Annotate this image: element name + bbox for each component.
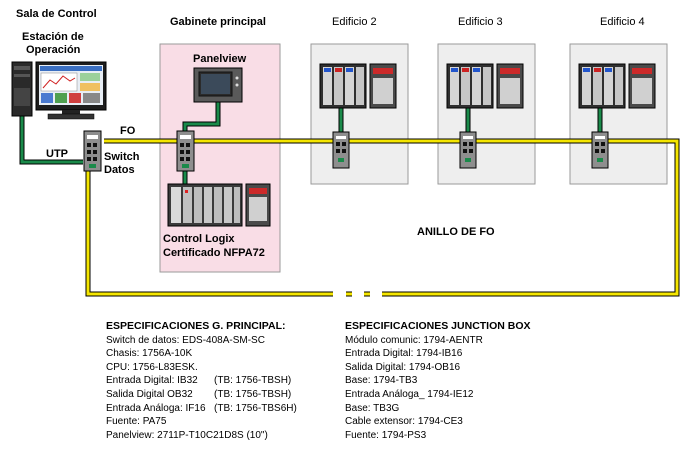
spec-tb: (TB: 1756-TBSH) (214, 375, 292, 387)
spec-tb: (TB: 1756-TBS6H) (214, 402, 297, 414)
spec-text: Entrada Análoga: IF16 (106, 402, 206, 414)
spec-text: Fuente: PA75 (106, 416, 167, 428)
spec-text: Panelview: 2711P-T10C21D8S (10") (106, 429, 268, 441)
switch-icon-main-cabinet (176, 130, 195, 172)
spec-tb: (TB: 1756-TBSH) (214, 388, 292, 400)
switch-icon-building-4 (591, 131, 609, 169)
switch-label-line2: Datos (104, 164, 135, 176)
fiber-ring (85, 138, 680, 297)
utp-links (19, 102, 603, 184)
specs-main-row: Entrada Digital: IB32 (TB: 1756-TBSH) (106, 374, 297, 388)
plc-label-line1: Control Logix (163, 233, 235, 245)
flex-io-icon-building-3 (446, 63, 524, 109)
building-3-label: Edificio 3 (458, 16, 503, 28)
control-room-title: Sala de Control (16, 8, 97, 20)
specs-junction-row: Base: TB3G (345, 402, 400, 414)
switch-icon-control-room (83, 130, 102, 172)
fo-label: FO (120, 125, 136, 137)
main-cabinet-title: Gabinete principal (170, 16, 266, 28)
specs-junction-row: Módulo comunic: 1794-AENTR (345, 334, 483, 346)
specs-junction-row: Entrada Análoga_ 1794-IE12 (345, 388, 474, 400)
specs-main-row: Salida Digital OB32 (TB: 1756-TBSH) (106, 388, 297, 402)
panelview-label: Panelview (193, 53, 247, 65)
specs-junction-title: ESPECIFICACIONES JUNCTION BOX (345, 320, 531, 332)
specs-main-row: Switch de datos: EDS-408A-SM-SC (106, 334, 297, 348)
spec-text: Chasis: 1756A-10K (106, 348, 193, 360)
station-label-line2: Operación (26, 44, 81, 56)
specs-main-title: ESPECIFICACIONES G. PRINCIPAL: (106, 320, 286, 332)
specs-main-block: ESPECIFICACIONES G. PRINCIPAL: Switch de… (106, 320, 297, 442)
workstation-icon (11, 61, 107, 120)
fiber-ring-label: ANILLO DE FO (417, 226, 495, 238)
spec-text: Switch de datos: EDS-408A-SM-SC (106, 334, 265, 346)
utp-label: UTP (46, 148, 68, 160)
specs-main-row: CPU: 1756-L83ESK. (106, 361, 297, 375)
spec-text: Entrada Digital: IB32 (106, 375, 198, 387)
panelview-icon (193, 67, 243, 103)
specs-junction-row: Entrada Digital: 1794-IB16 (345, 348, 463, 360)
spec-text: CPU: 1756-L83ESK. (106, 361, 198, 373)
flex-io-icon-building-2 (319, 63, 397, 109)
building-4-label: Edificio 4 (600, 16, 645, 28)
specs-junction-row: Cable extensor: 1794-CE3 (345, 416, 463, 428)
plc-label-line2: Certificado NFPA72 (163, 247, 265, 259)
switch-icon-building-2 (332, 131, 350, 169)
specs-junction-row: Base: 1794-TB3 (345, 375, 418, 387)
spec-text: Salida Digital OB32 (106, 388, 193, 400)
switch-label-line1: Switch (104, 151, 140, 163)
building-2-label: Edificio 2 (332, 16, 377, 28)
switch-icon-building-3 (459, 131, 477, 169)
controllogix-chassis-icon (167, 183, 271, 227)
station-label-line1: Estación de (22, 31, 84, 43)
flex-io-icon-building-4 (578, 63, 656, 109)
specs-main-row: Entrada Análoga: IF16 (TB: 1756-TBS6H) (106, 402, 297, 416)
specs-main-row: Chasis: 1756A-10K (106, 347, 297, 361)
specs-main-row: Fuente: PA75 (106, 415, 297, 429)
specs-junction-row: Fuente: 1794-PS3 (345, 429, 427, 441)
specs-junction-block: ESPECIFICACIONES JUNCTION BOX Módulo com… (345, 320, 531, 442)
specs-main-row: Panelview: 2711P-T10C21D8S (10") (106, 429, 297, 443)
specs-junction-row: Salida Digital: 1794-OB16 (345, 361, 461, 373)
